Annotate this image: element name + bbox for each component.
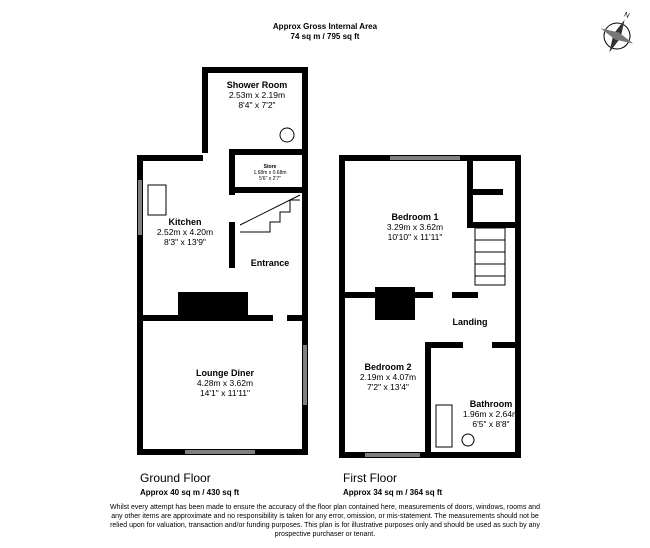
room-name: Bedroom 2 bbox=[364, 362, 412, 372]
header-total-area: 74 sq m / 795 sq ft bbox=[290, 32, 360, 41]
room-name: Shower Room bbox=[226, 80, 288, 90]
ground-floor-title: Ground Floor bbox=[140, 471, 211, 485]
ground-floor-plan bbox=[137, 67, 308, 455]
room-metric: 1.96m x 2.64m bbox=[462, 409, 520, 419]
room-imperial: 8'3" x 13'9" bbox=[164, 237, 206, 247]
ground-floor-area: Approx 40 sq m / 430 sq ft bbox=[140, 488, 240, 497]
room-name: Lounge Diner bbox=[196, 368, 254, 378]
room-name: Entrance bbox=[250, 258, 290, 268]
first-floor-title: First Floor bbox=[343, 471, 397, 485]
room-metric: 4.28m x 3.62m bbox=[196, 378, 254, 388]
room-imperial: 8'4" x 7'2" bbox=[238, 100, 276, 110]
room-imperial: 5'6" x 2'7" bbox=[259, 176, 281, 182]
room-name: Landing bbox=[452, 317, 488, 327]
room-kitchen: Kitchen 2.52m x 4.20m 8'3" x 13'9" bbox=[130, 217, 240, 247]
room-name: Store bbox=[263, 164, 277, 170]
room-imperial: 10'10" x 11'11" bbox=[387, 232, 443, 242]
first-floor-plan bbox=[339, 155, 521, 458]
room-shower-room: Shower Room 2.53m x 2.19m 8'4" x 7'2" bbox=[212, 80, 302, 110]
compass-icon: N bbox=[600, 11, 634, 53]
room-bedroom-2: Bedroom 2 2.19m x 4.07m 7'2" x 13'4" bbox=[350, 362, 426, 392]
room-bedroom-1: Bedroom 1 3.29m x 3.62m 10'10" x 11'11" bbox=[365, 212, 465, 242]
room-name: Bathroom bbox=[469, 399, 513, 409]
room-metric: 2.53m x 2.19m bbox=[228, 90, 286, 100]
room-metric: 1.68m x 0.68m bbox=[253, 170, 287, 176]
room-store: Store 1.68m x 0.68m 5'6" x 2'7" bbox=[238, 164, 302, 182]
compass-n: N bbox=[623, 11, 631, 19]
room-landing: Landing bbox=[435, 317, 505, 327]
header-title: Approx Gross Internal Area bbox=[272, 22, 378, 31]
room-imperial: 7'2" x 13'4" bbox=[367, 382, 409, 392]
room-imperial: 6'5" x 8'8" bbox=[472, 419, 510, 429]
room-bathroom: Bathroom 1.96m x 2.64m 6'5" x 8'8" bbox=[458, 399, 524, 429]
first-floor-area: Approx 34 sq m / 364 sq ft bbox=[343, 488, 443, 497]
room-imperial: 14'1" x 11'11" bbox=[199, 388, 251, 398]
room-name: Bedroom 1 bbox=[391, 212, 439, 222]
disclaimer: Whilst every attempt has been made to en… bbox=[110, 504, 540, 538]
room-entrance: Entrance bbox=[240, 258, 300, 268]
room-metric: 3.29m x 3.62m bbox=[386, 222, 444, 232]
room-metric: 2.19m x 4.07m bbox=[359, 372, 417, 382]
room-lounge-diner: Lounge Diner 4.28m x 3.62m 14'1" x 11'11… bbox=[165, 368, 285, 398]
room-metric: 2.52m x 4.20m bbox=[156, 227, 214, 237]
room-name: Kitchen bbox=[168, 217, 202, 227]
